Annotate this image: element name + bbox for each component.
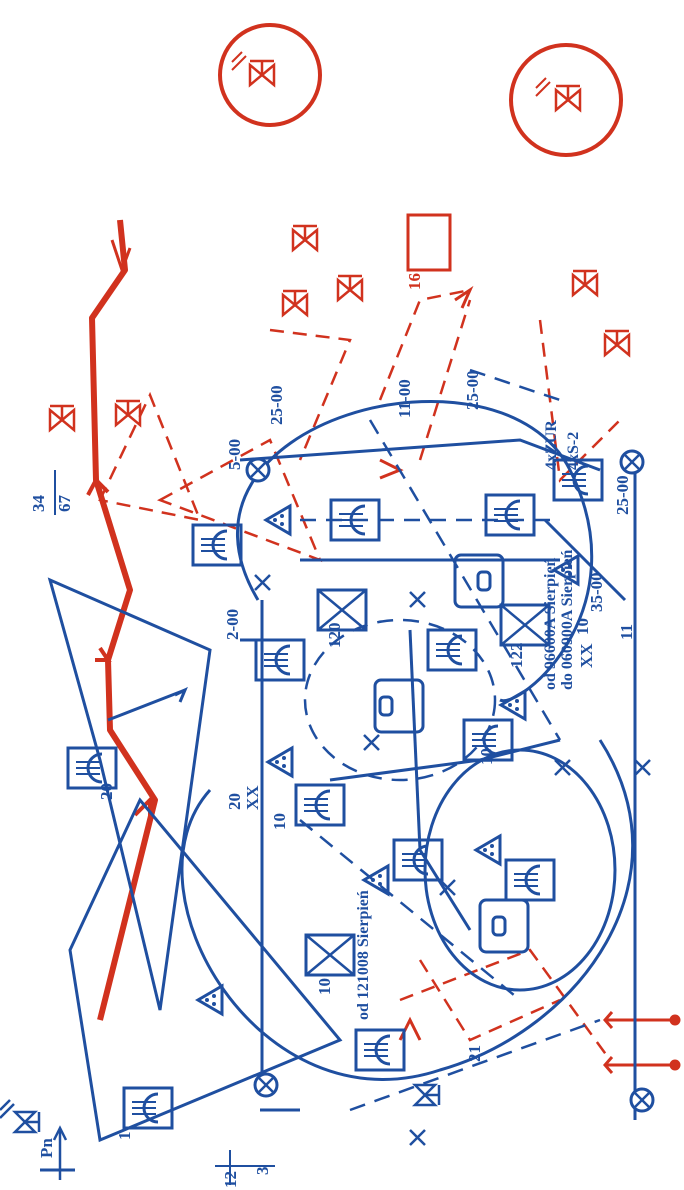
node-circle-x — [245, 457, 271, 483]
time-label: 11-00 — [395, 379, 414, 418]
unit-number: 10 — [477, 748, 496, 765]
sheet-number-bottom: 67 — [55, 495, 74, 513]
unit-number: 11 — [617, 624, 636, 640]
node-circle-x — [619, 449, 645, 475]
time-label: 25-00 — [267, 385, 286, 425]
time-label: 25-00 — [463, 370, 482, 410]
red-rectangle — [406, 213, 452, 272]
unit-number: 10 — [270, 813, 289, 830]
time-label: 2-00 — [223, 609, 242, 640]
date-label: do 060900A Sierpień — [559, 549, 576, 690]
rounded-boxes — [373, 553, 530, 954]
unit-number: 122 — [507, 643, 526, 669]
unit-number: 10 — [315, 978, 334, 995]
red-dashed-sectors — [98, 288, 621, 1061]
blue-boundaries — [40, 399, 637, 1172]
unit-number: 16 — [405, 273, 424, 290]
double-x-marker: XX — [577, 643, 596, 668]
corner-label-bottom: 3 — [253, 1167, 272, 1176]
time-label: 25-00 — [613, 475, 632, 515]
unit-number: 120 — [325, 623, 344, 649]
corner-label-top: 12 — [221, 1171, 240, 1188]
blue-antenna-symbol — [0, 1083, 441, 1134]
x-marks — [254, 574, 651, 1146]
red-circle-symbol-2 — [509, 43, 623, 157]
unit-number: 21 — [465, 1045, 484, 1062]
red-circle-symbol-1 — [218, 23, 322, 127]
time-label: 35-00 — [587, 572, 606, 612]
unit-number: 10 — [573, 618, 592, 635]
unit-number: 1 — [115, 1132, 134, 1141]
double-x-marker: XX — [243, 785, 262, 810]
date-label: od 121008 Sierpień — [355, 890, 372, 1020]
unit-number: 20 — [225, 793, 244, 810]
date-label: od 96600A Sierpień — [542, 557, 559, 690]
north-arrow — [52, 1125, 68, 1180]
node-circle-x — [629, 1087, 655, 1113]
sheet-fraction — [54, 470, 275, 1185]
code-label: 4xS-2 — [565, 432, 582, 470]
red-bottom-arrows — [603, 1011, 681, 1074]
red-movement-route — [86, 219, 158, 1021]
code-label: 4xZUR — [543, 420, 560, 470]
sheet-number-top: 34 — [29, 495, 48, 513]
node-circle-x — [253, 1072, 279, 1098]
time-label: 5-00 — [225, 439, 244, 470]
unit-number: 20 — [97, 783, 116, 800]
north-label: Pn — [37, 1138, 56, 1158]
